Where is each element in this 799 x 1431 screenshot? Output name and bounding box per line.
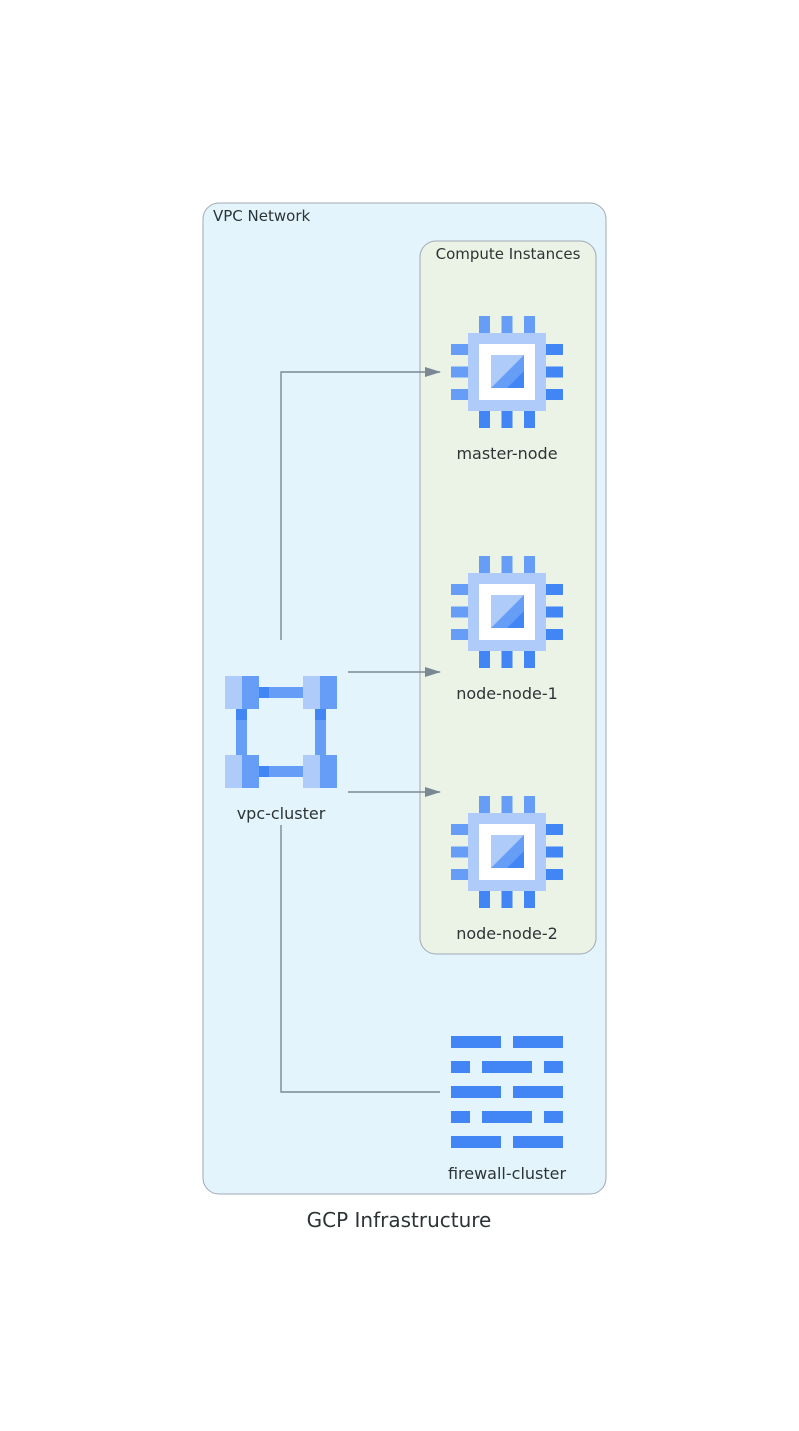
vpc-network-label: VPC Network [213,207,310,225]
node-master-node[interactable]: master-node [451,316,563,463]
node-firewall-cluster[interactable]: firewall-cluster [448,1036,567,1183]
edge-vpc-to-master [280,367,441,640]
node-label: node-node-1 [456,684,558,703]
compute-instances-label: Compute Instances [436,245,581,263]
node-label: vpc-cluster [237,804,326,823]
node-node-node-1[interactable]: node-node-1 [451,556,563,703]
node-label: firewall-cluster [448,1164,567,1183]
node-vpc-cluster[interactable]: vpc-cluster [225,676,337,823]
edges [280,367,441,1093]
edge-vpc-to-firewall [280,825,440,1093]
node-node-node-2[interactable]: node-node-2 [451,796,563,943]
node-label: node-node-2 [456,924,558,943]
node-label: master-node [456,444,557,463]
diagram-title: GCP Infrastructure [307,1208,492,1232]
